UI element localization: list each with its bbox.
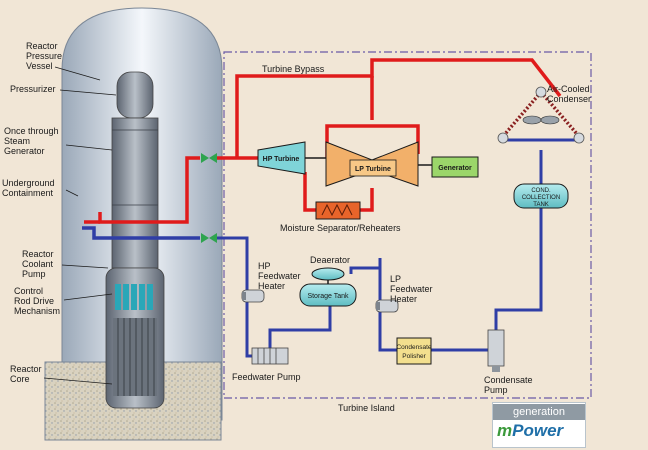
label-steam-generator-3: Generator <box>4 146 45 156</box>
label-control-rod-drive: Control <box>14 286 43 296</box>
svg-text:Pressure: Pressure <box>26 51 62 61</box>
hp-heater-to-containment <box>217 236 249 290</box>
label-hp-turbine: HP Turbine <box>263 156 300 163</box>
label-moisture-separator: Moisture Separator/Reheaters <box>280 223 401 233</box>
leader-lines <box>43 66 117 385</box>
reactor-core-rods <box>113 318 157 396</box>
label-condensate-pump-2: Pump <box>484 385 508 395</box>
label-deaerator: Deaerator <box>310 255 350 265</box>
label-turbine-bypass: Turbine Bypass <box>262 64 325 74</box>
label-lp-feedwater-heater-2: Feedwater <box>390 284 433 294</box>
label-reactor-coolant-pump-2: Coolant <box>22 259 54 269</box>
lp-heater-to-deaerator <box>349 258 382 300</box>
label-cond-collection-tank: COND. <box>531 188 551 194</box>
generation-mpower-logo: generation mPower <box>492 402 586 448</box>
label-lp-turbine: LP Turbine <box>355 166 391 173</box>
turbine-bypass-line <box>235 58 562 158</box>
label-hp-feedwater-heater: HP <box>258 261 271 271</box>
label-underground-containment: Underground <box>2 178 55 188</box>
label-generator: Generator <box>438 165 472 172</box>
turbine-island-boundary <box>223 51 592 399</box>
condensate-pump <box>487 329 505 372</box>
label-reactor-pressure-vessel-3: Vessel <box>26 61 53 71</box>
svg-text:Reactor: Reactor <box>26 41 58 51</box>
svg-text:Vessel: Vessel <box>26 61 53 71</box>
label-hp-feedwater-heater-3: Heater <box>258 281 285 291</box>
label-air-cooled-condenser-2: Condenser <box>547 94 591 104</box>
feedwater-inlet-pipe <box>82 226 200 240</box>
lp-feedwater-heater <box>375 299 399 313</box>
logo-mpower: mPower <box>497 421 563 441</box>
hp-turbine <box>257 141 306 175</box>
steam-outlet-pipe <box>98 156 200 224</box>
air-cooled-condenser <box>497 86 585 144</box>
feedwater-isolation-valve <box>201 233 217 243</box>
msr-inlet-line <box>303 172 316 212</box>
label-lp-feedwater-heater-3: Heater <box>390 294 417 304</box>
msr-outlet-line <box>360 188 374 212</box>
label-hp-feedwater-heater-2: Feedwater <box>258 271 301 281</box>
moisture-separator-reheater <box>315 201 361 220</box>
label-pressurizer: Pressurizer <box>10 84 56 94</box>
label-condensate-pump: Condensate <box>484 375 533 385</box>
label-reactor-core-2: Core <box>10 374 30 384</box>
label-condensate-polisher: Condensate <box>396 344 431 351</box>
label-condensate-polisher-2: Polisher <box>402 353 426 360</box>
label-storage-tank: Storage Tank <box>307 293 349 300</box>
label-cond-collection-tank-2: COLLECTION <box>522 195 560 201</box>
logo-power: Power <box>512 421 564 440</box>
label-reactor-coolant-pump: Reactor <box>22 249 54 259</box>
label-control-rod-drive-2: Rod Drive <box>14 296 54 306</box>
label-air-cooled-condenser: Air-Cooled <box>547 84 590 94</box>
control-rod-drive-mechanism <box>115 284 153 310</box>
feedwater-pump <box>251 347 289 365</box>
deaerator <box>311 267 345 281</box>
label-reactor-pressure-vessel-2: Pressure <box>26 51 62 61</box>
label-steam-generator: Once through <box>4 126 59 136</box>
logo-generation: generation <box>493 404 585 420</box>
condensate-line <box>494 208 543 332</box>
generator <box>431 156 479 178</box>
label-reactor-coolant-pump-3: Pump <box>22 269 46 279</box>
pressurizer-dome <box>116 71 154 119</box>
label-lp-feedwater-heater: LP <box>390 274 401 284</box>
label-feedwater-pump: Feedwater Pump <box>232 372 301 382</box>
hp-feedwater-heater <box>241 289 265 303</box>
label-steam-generator-2: Steam <box>4 136 30 146</box>
logo-m: m <box>497 421 513 440</box>
label-underground-containment-2: Containment <box>2 188 54 198</box>
condensate-polisher <box>396 337 432 365</box>
steam-generator-column <box>111 117 159 269</box>
label-reactor-pressure-vessel: Reactor <box>26 41 58 51</box>
label-cond-collection-tank-3: TANK <box>533 202 549 208</box>
feed-pump-to-hp-heater <box>245 300 252 358</box>
label-reactor-core: Reactor <box>10 364 42 374</box>
label-turbine-island: Turbine Island <box>338 403 395 413</box>
steam-isolation-valve <box>201 153 217 163</box>
cond-collection-tank <box>513 183 569 209</box>
deaerator-to-feed-pump <box>268 306 332 350</box>
label-control-rod-drive-3: Mechanism <box>14 306 60 316</box>
